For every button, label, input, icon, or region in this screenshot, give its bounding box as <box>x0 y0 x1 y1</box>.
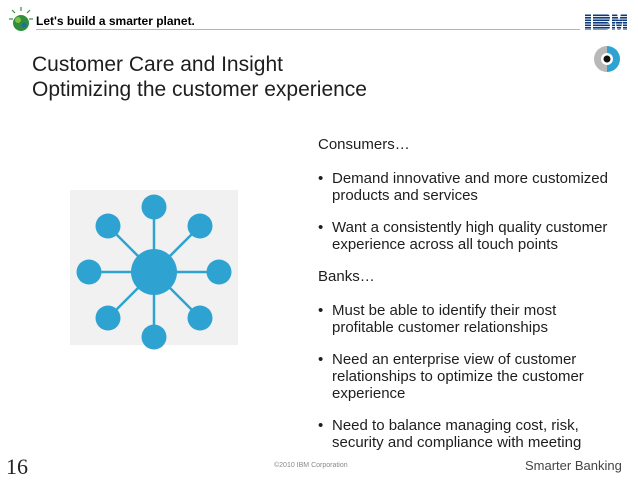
bullet-item: • Demand innovative and more customized … <box>318 170 618 204</box>
bullet-dot-icon: • <box>318 219 324 236</box>
bullet-item: • Need an enterprise view of customer re… <box>318 351 618 402</box>
smarter-planet-globe-icon <box>9 7 33 31</box>
bullet-item: • Need to balance managing cost, risk, s… <box>318 417 618 451</box>
title-line-1: Customer Care and Insight <box>32 53 283 76</box>
bullet-text: Need to balance managing cost, risk, sec… <box>332 417 582 451</box>
network-node <box>141 324 167 350</box>
bullet-item: • Must be able to identify their most pr… <box>318 302 618 336</box>
bullet-dot-icon: • <box>318 417 324 434</box>
network-node <box>95 305 121 331</box>
bullet-dot-icon: • <box>318 170 324 187</box>
consumers-heading: Consumers… <box>318 136 410 153</box>
network-node <box>206 259 232 285</box>
banks-heading: Banks… <box>318 268 375 285</box>
hub-and-spoke-network-icon <box>76 194 232 350</box>
footer-brand: Smarter Banking <box>525 458 622 473</box>
ibm-logo <box>585 14 627 30</box>
network-node <box>141 194 167 220</box>
network-node <box>187 305 213 331</box>
bullet-dot-icon: • <box>318 302 324 319</box>
bullet-item: • Want a consistently high quality custo… <box>318 219 618 253</box>
network-node <box>95 213 121 239</box>
smarter-banking-mark-icon <box>594 46 620 72</box>
bullet-text: Must be able to identify their most prof… <box>332 302 557 336</box>
slide-title: Customer Care and Insight Optimizing the… <box>32 52 367 102</box>
title-line-2: Optimizing the customer experience <box>32 78 367 101</box>
header-divider <box>36 29 580 30</box>
bullet-text: Want a consistently high quality custome… <box>332 219 608 253</box>
bullet-dot-icon: • <box>318 351 324 368</box>
network-hub-node <box>131 249 177 295</box>
network-node <box>187 213 213 239</box>
slide-content: Consumers… • Demand innovative and more … <box>318 136 618 466</box>
page-number: 16 <box>6 454 28 479</box>
tagline: Let's build a smarter planet. <box>36 14 195 28</box>
bullet-text: Need an enterprise view of customer rela… <box>332 351 584 402</box>
copyright-notice: ©2010 IBM Corporation <box>274 462 348 469</box>
network-node <box>76 259 102 285</box>
bullet-text: Demand innovative and more customized pr… <box>332 170 608 204</box>
